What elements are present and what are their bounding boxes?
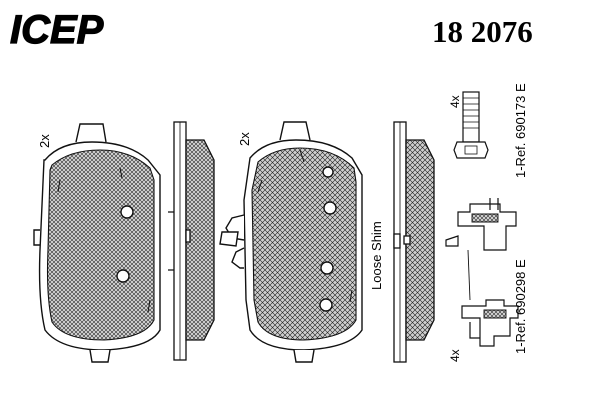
brand-logo-text: ICEP: [10, 8, 104, 52]
clip-connector-line: [467, 249, 471, 301]
qty-clip: 4x: [448, 349, 462, 362]
brake-pad-right-front-view: [219, 121, 363, 363]
part-number: 18 2076: [432, 14, 533, 49]
bolt-head: [453, 141, 489, 159]
brand-logo: ICEP: [9, 7, 104, 52]
qty-pad-left: 2x: [37, 134, 52, 148]
qty-pad-right: 2x: [237, 132, 252, 146]
shim-note: Loose Shim: [369, 221, 384, 290]
retaining-clip-upper: [445, 198, 517, 251]
retaining-clip-lower: [461, 299, 519, 347]
bolt-shank: [462, 91, 480, 143]
brake-pad-left-side-view: [168, 121, 215, 361]
ref-clip: 1-Ref. 690298 E: [513, 259, 528, 354]
brake-pad-right-side-view: [393, 121, 435, 363]
qty-bolt: 4x: [448, 95, 462, 108]
guide-bolt: [453, 91, 489, 159]
ref-bolt: 1-Ref. 690173 E: [513, 83, 528, 178]
brake-pad-left-front-view: [33, 123, 161, 363]
